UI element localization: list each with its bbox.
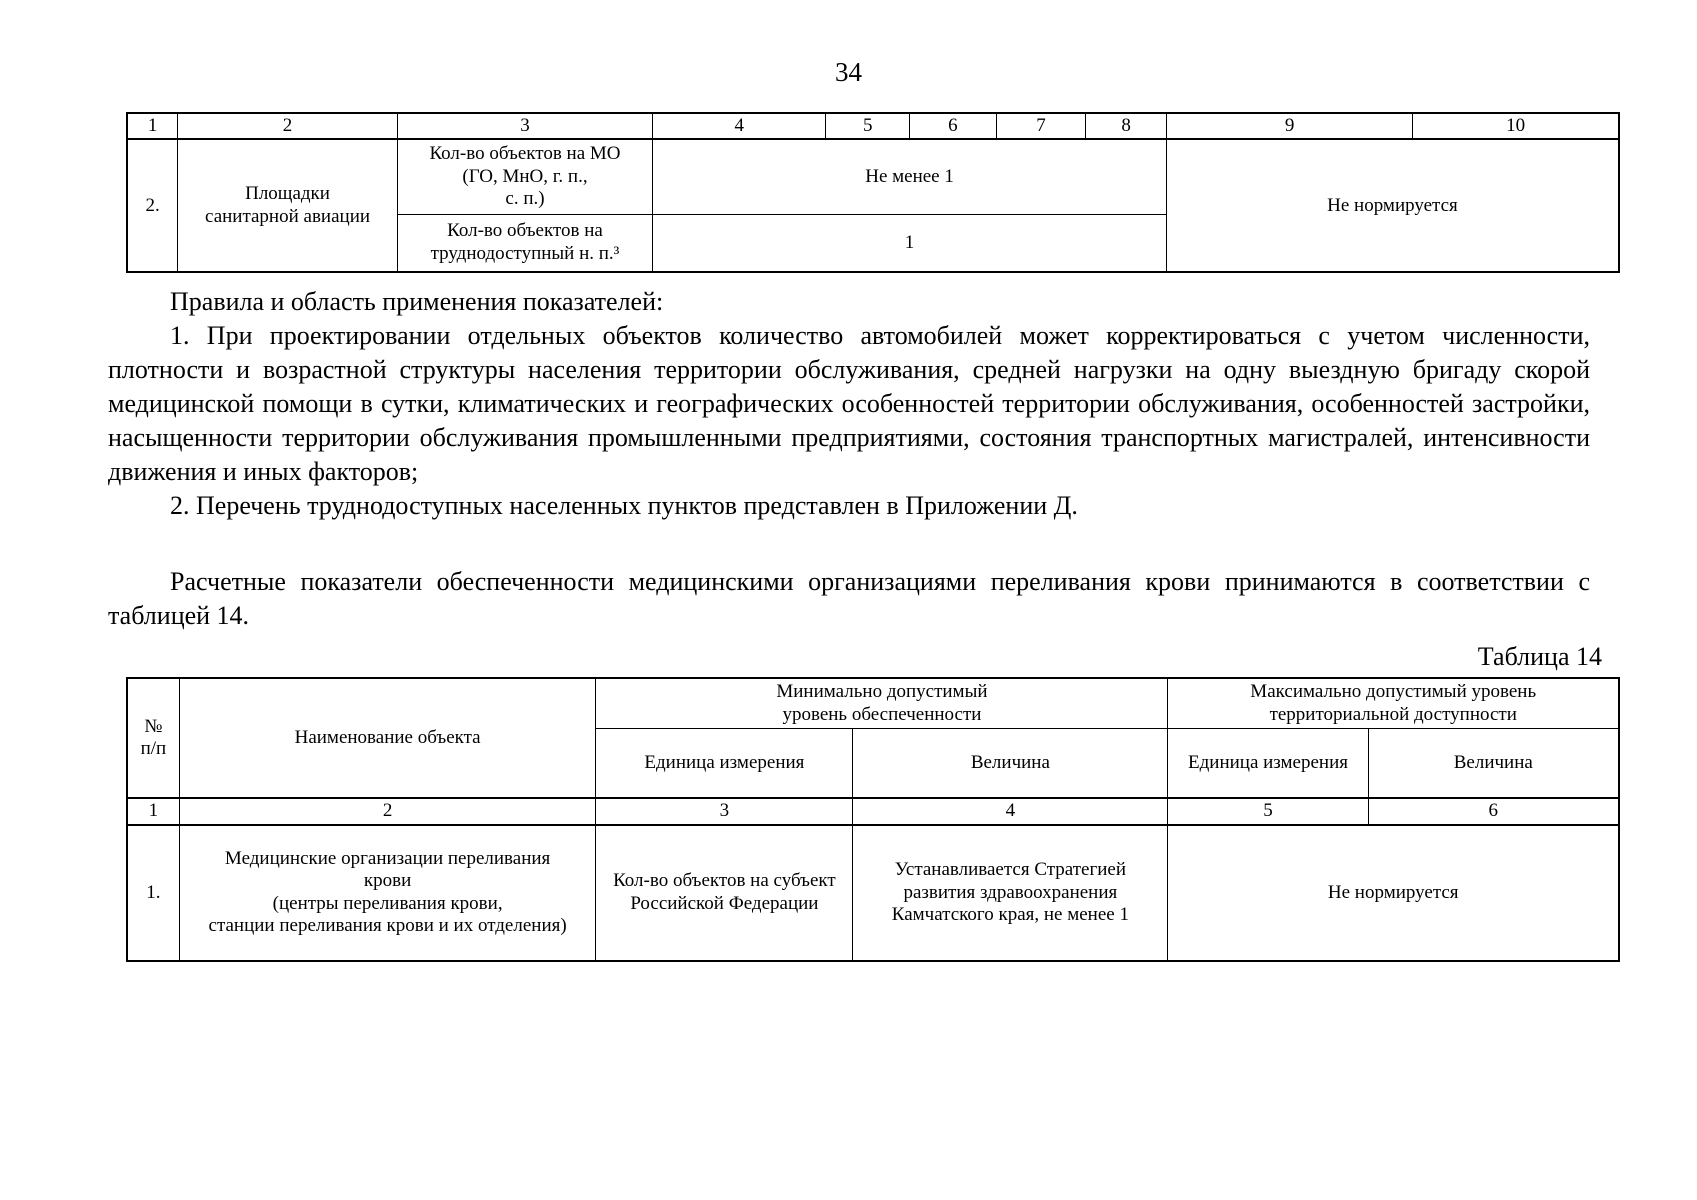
table-row: Кол-во объектов на труднодоступный н. п.… [127,213,1619,273]
header-min-group-cell: Минимально допустимый уровень обеспеченн… [595,677,1169,729]
body-text: Правила и область применения показателей… [108,285,1590,633]
column-number-cell: 7 [995,111,1087,141]
table-row: 1. Медицинские организации переливания к… [126,824,1620,962]
column-number-cell: 3 [595,797,854,826]
object-name-cell: Площадки санитарной авиации [177,138,398,273]
column-number-cell: 4 [652,111,827,141]
blood-services-paragraph: Расчетные показатели обеспеченности меди… [108,567,1590,631]
column-number-cell: 2 [177,111,398,141]
table-14-caption: Таблица 14 [1477,642,1602,672]
header-unit-cell: Единица измерения [595,727,854,799]
indicator-unit-cell: Кол-во объектов на МО (ГО, МнО, г. п., с… [396,138,654,215]
column-number-cell: 5 [825,111,911,141]
header-num-cell: № п/п [126,677,180,799]
header-max-group-cell: Максимально допустимый уровень территори… [1167,677,1620,729]
header-object-name-cell: Наименование объекта [178,677,597,799]
column-number-cell: 4 [852,797,1169,826]
column-number-cell: 6 [1367,797,1620,826]
table-row: 2. Площадки санитарной авиации Кол-во об… [126,138,1620,273]
table-row: № п/п Наименование объекта Минимально до… [126,677,1620,799]
accessibility-norm-cell: Не нормируется [1167,824,1620,962]
table-row: 1 2 3 4 5 6 [126,797,1620,826]
column-number-cell: 5 [1167,797,1369,826]
column-number-cell: 1 [126,797,180,826]
column-number-cell: 9 [1165,111,1414,141]
column-number-cell: 6 [909,111,997,141]
rule-2-paragraph: 2. Перечень труднодоступных населенных п… [170,491,1078,521]
row-number-cell: 2. [126,138,179,273]
header-value-cell: Величина [852,727,1169,799]
column-number-cell: 2 [178,797,597,826]
column-number-cell: 8 [1085,111,1167,141]
min-unit-cell: Кол-во объектов на субъект Российской Фе… [595,824,854,962]
rule-1-paragraph: 1. При проектировании отдельных объектов… [108,321,1590,487]
indicator-value-cell: 1 [652,213,1167,273]
column-number-cell: 3 [396,111,654,141]
table-row: 1 2 3 4 5 6 7 8 9 10 [126,111,1620,141]
indicator-unit-cell: Кол-во объектов на труднодоступный н. п.… [396,213,654,273]
page-number: 34 [835,57,862,87]
rules-heading: Правила и область применения показателей… [170,287,664,317]
accessibility-norm-cell: Не нормируется [1165,138,1620,273]
header-unit-cell: Единица измерения [1167,727,1369,799]
object-name-cell: Медицинские организации переливания кров… [178,824,597,962]
table-row: Единица измерения Величина Единица измер… [127,727,1620,799]
column-number-cell: 10 [1412,111,1620,141]
sanitary-aviation-table: 1 2 3 4 5 6 7 8 9 10 2. Площадки санитар… [126,111,1620,274]
column-number-cell: 1 [126,111,179,141]
min-value-cell: Устанавливается Стратегией развития здра… [852,824,1169,962]
blood-transfusion-table: № п/п Наименование объекта Минимально до… [126,677,1620,962]
row-number-cell: 1. [126,824,180,962]
header-value-cell: Величина [1367,727,1620,799]
indicator-value-cell: Не менее 1 [652,138,1167,215]
